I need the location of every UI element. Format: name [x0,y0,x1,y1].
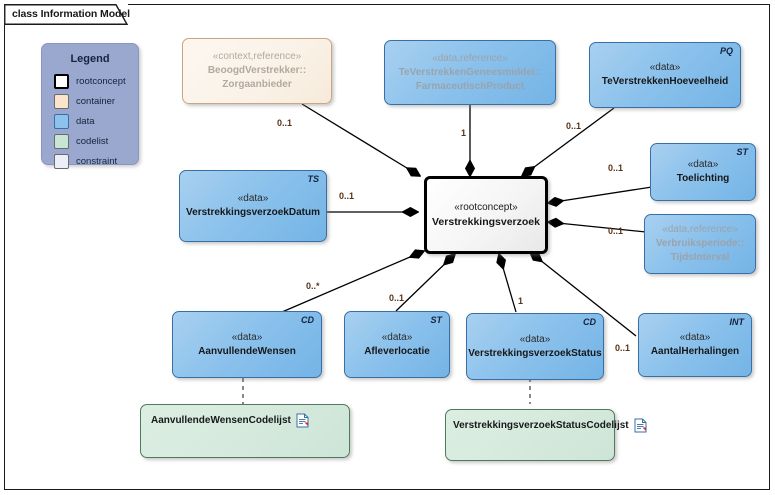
class-stereotype: «context,reference» [212,51,302,62]
codelist-verstrekkingsverzoekstatuscodelijst[interactable]: VerstrekkingsverzoekStatusCodelijst [445,409,647,461]
multiplicity-aantalherhalingen: 0..1 [615,343,631,353]
class-name-line1: AanvullendeWensen [198,345,296,357]
class-name-line1: Afleverlocatie [364,345,430,357]
legend-row-container: container [54,92,138,110]
class-corner-type: ST [430,315,442,325]
class-stereotype: «data» [679,332,711,343]
codelist-aanvullendewensencodelijst[interactable]: AanvullendeWensenCodelijst [140,404,350,458]
multiplicity-geneesmiddel: 1 [461,128,467,138]
class-stereotype: «rootconcept» [454,202,518,213]
class-name-line1: VerstrekkingsverzoekStatus [468,347,602,359]
class-aantalherhalingen[interactable]: INT «data» AantalHerhalingen [638,313,752,377]
legend-title: Legend [70,53,110,65]
class-corner-type: ST [736,147,748,157]
legend-swatch-codelist [54,133,69,149]
class-stereotype: «data» [231,331,263,343]
diagram-title: class Information Model [12,8,130,20]
class-name-line1: Verbruiksperiode:: [655,238,745,249]
multiplicity-datum: 0..1 [339,191,355,201]
legend-row-data: data [54,112,138,130]
legend-swatch-constraint [54,153,69,169]
class-name-line1: BeoogdVerstrekker:: [207,65,307,76]
legend-label-data: data [76,115,95,127]
class-stereotype: «data» [649,62,681,73]
codelist-name: VerstrekkingsverzoekStatusCodelijst [453,419,629,431]
class-name-line2: Zorgaanbieder [222,79,292,90]
codelist-name: AanvullendeWensenCodelijst [151,414,291,426]
multiplicity-hoeveelheid: 0..1 [566,121,582,131]
multiplicity-toelichting: 0..1 [608,163,624,173]
class-stereotype: «data,reference» [662,224,738,235]
class-corner-type: INT [729,317,745,327]
class-corner-type: TS [307,174,319,184]
class-stereotype: «data» [519,333,551,345]
legend-swatch-data [54,113,69,129]
class-corner-type: CD [583,317,596,327]
class-afleverlocatie[interactable]: ST «data» Afleverlocatie [344,311,450,378]
class-toelichting[interactable]: ST «data» Toelichting [650,143,756,201]
multiplicity-verbruiksperiode: 0..1 [608,226,624,236]
legend-label-constraint: constraint [76,155,118,167]
multiplicity-afleverlocatie: 0..1 [389,293,405,303]
multiplicity-status: 1 [518,296,524,306]
class-stereotype: «data,reference» [432,52,508,64]
class-name-line1: AantalHerhalingen [650,346,740,357]
class-name-line1: TeVerstrekkenGeneesmiddel:: [398,66,542,78]
class-name-line2: FarmaceutischProduct [415,80,525,92]
class-name-line1: Verstrekkingsverzoek [432,216,540,228]
diagram-title-tab: class Information Model [4,4,130,25]
class-beoogdverstrekker-zorgaanbieder[interactable]: «context,reference» BeoogdVerstrekker:: … [182,38,332,104]
class-verstrekkingsverzoek-root[interactable]: «rootconcept» Verstrekkingsverzoek [424,176,548,254]
class-corner-type: PQ [719,46,733,56]
class-name-line1: VerstrekkingsverzoekDatum [186,207,320,218]
class-verstrekkingsverzoekdatum[interactable]: TS «data» VerstrekkingsverzoekDatum [179,170,327,242]
class-name-line1: TeVerstrekkenHoeveelheid [601,76,729,87]
codelist-row: VerstrekkingsverzoekStatusCodelijst [453,418,647,433]
multiplicity-aanvullendewensen: 0..* [306,281,320,291]
document-icon [296,413,309,428]
class-aanvullendewensen[interactable]: CD «data» AanvullendeWensen [172,311,322,378]
legend-label-container: container [76,95,116,107]
class-stereotype: «data» [237,193,269,204]
class-teverstrekkenhoeveelheid[interactable]: PQ «data» TeVerstrekkenHoeveelheid [589,42,741,108]
tab-shape-icon [4,4,128,25]
class-name-line2: TijdsInterval [670,252,730,263]
legend-items: rootconcept container data codelist cons… [54,72,138,170]
legend-row-rootconcept: rootconcept [54,72,138,90]
class-teverstrekkengeneesmiddel-farmaceutischproduct[interactable]: «data,reference» TeVerstrekkenGeneesmidd… [384,40,556,105]
legend-panel: Legend rootconcept container data codeli… [41,43,139,169]
class-verbruiksperiode-tijdsinterval[interactable]: «data,reference» Verbruiksperiode:: Tijd… [644,214,756,274]
document-icon [634,418,647,433]
multiplicity-beoogdverstrekker: 0..1 [277,118,293,128]
legend-label-rootconcept: rootconcept [76,75,126,87]
legend-swatch-container [54,93,69,109]
legend-row-constraint: constraint [54,152,138,170]
legend-swatch-rootconcept [54,73,69,89]
class-corner-type: CD [301,315,314,325]
legend-row-codelist: codelist [54,132,138,150]
class-name-line1: Toelichting [676,173,730,184]
legend-label-codelist: codelist [76,135,109,147]
class-stereotype: «data» [687,159,719,170]
codelist-row: AanvullendeWensenCodelijst [151,413,309,428]
class-verstrekkingsverzoekstatus[interactable]: CD «data» VerstrekkingsverzoekStatus [466,313,604,380]
class-stereotype: «data» [381,331,413,343]
